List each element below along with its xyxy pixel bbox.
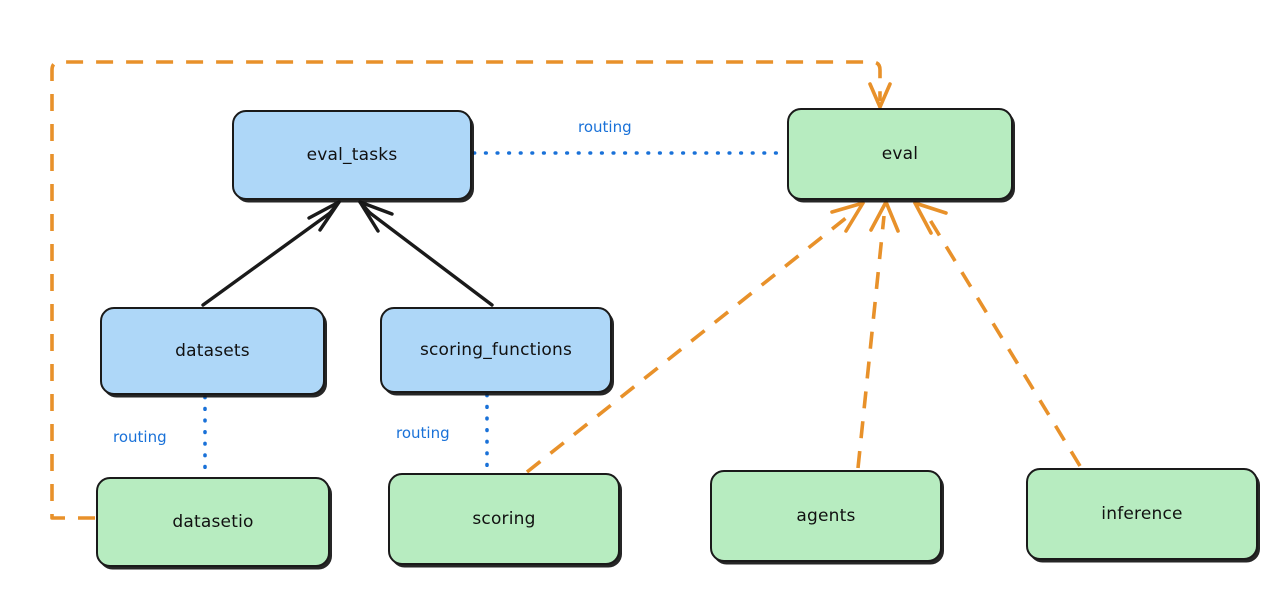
edge-label-routing-eval-tasks-eval: routing bbox=[578, 118, 632, 136]
node-scoring-functions[interactable]: scoring_functions bbox=[380, 307, 612, 393]
node-label: eval_tasks bbox=[306, 145, 398, 165]
node-datasetio[interactable]: datasetio bbox=[96, 477, 330, 567]
edge-scoring-functions-to-eval-tasks bbox=[358, 200, 494, 307]
edge-inference-to-eval bbox=[913, 201, 1082, 467]
node-label: datasets bbox=[175, 341, 250, 361]
edge-datasets-to-eval-tasks bbox=[201, 200, 341, 307]
node-eval[interactable]: eval bbox=[787, 108, 1013, 200]
node-label: inference bbox=[1101, 504, 1183, 524]
node-label: agents bbox=[796, 506, 856, 526]
node-eval-tasks[interactable]: eval_tasks bbox=[232, 110, 472, 200]
edge-label-routing-scoring-functions-scoring: routing bbox=[396, 424, 450, 442]
edge-label-routing-datasets-datasetio: routing bbox=[113, 428, 167, 446]
node-label: scoring bbox=[472, 509, 536, 529]
node-inference[interactable]: inference bbox=[1026, 468, 1258, 560]
edge-agents-to-eval bbox=[856, 200, 900, 469]
node-datasets[interactable]: datasets bbox=[100, 307, 325, 395]
node-label: scoring_functions bbox=[419, 340, 573, 360]
node-agents[interactable]: agents bbox=[710, 470, 942, 562]
node-scoring[interactable]: scoring bbox=[388, 473, 620, 565]
node-label: eval bbox=[881, 144, 919, 164]
node-label: datasetio bbox=[172, 512, 254, 532]
